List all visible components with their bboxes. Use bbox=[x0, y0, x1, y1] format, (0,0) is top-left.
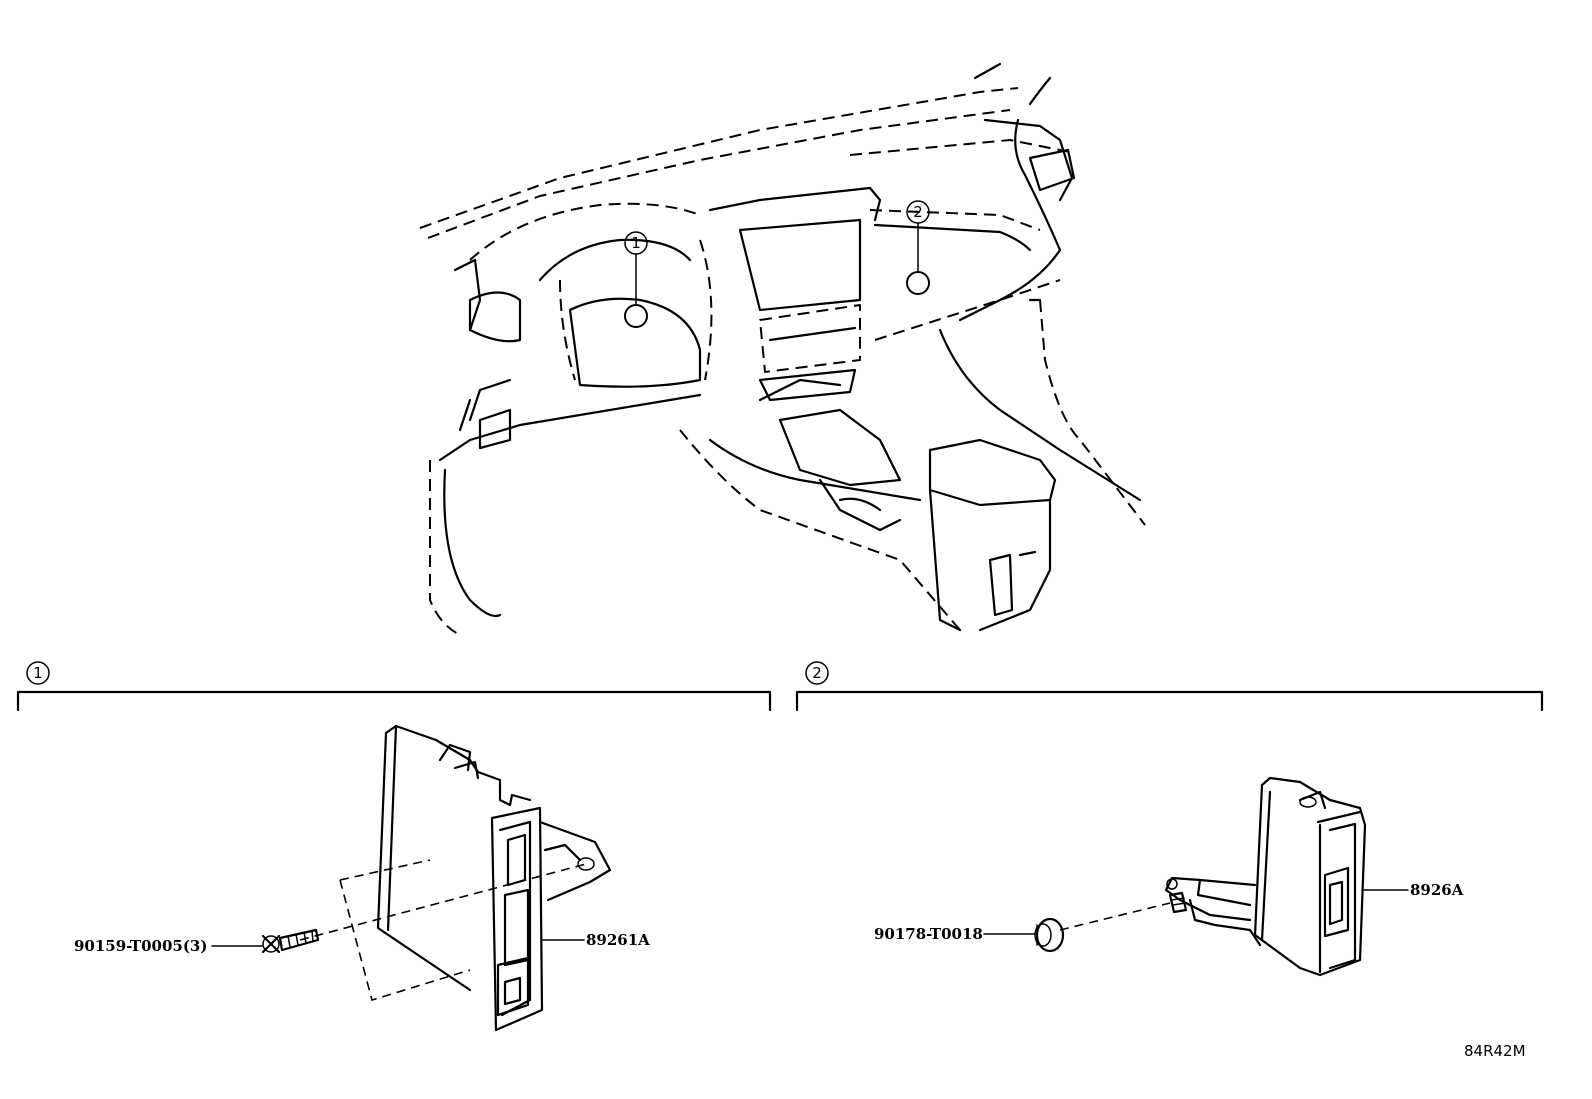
label-clip-90178: 90178-T0018 bbox=[874, 925, 1036, 943]
section-2-label: 2 bbox=[812, 664, 822, 682]
clip-part-number: 90178-T0018 bbox=[874, 925, 983, 943]
module-part-number-1: 89261A bbox=[586, 931, 650, 949]
callout-2-label: 2 bbox=[913, 203, 923, 221]
clip-90178-illustration bbox=[1034, 917, 1065, 953]
dashboard-illustration bbox=[419, 62, 1146, 636]
callout-1-label: 1 bbox=[631, 234, 641, 252]
callout-2: 2 bbox=[906, 200, 930, 224]
section-2-header: 2 bbox=[795, 661, 1544, 712]
module-8926a-illustration bbox=[1059, 776, 1367, 977]
label-module-8926a: 8926A bbox=[1361, 881, 1464, 899]
bolt-part-number: 90159-T0005(3) bbox=[74, 937, 207, 955]
module-89261a-illustration bbox=[299, 724, 612, 1032]
label-bolt-90159: 90159-T0005(3) bbox=[74, 937, 263, 955]
module-part-number-2: 8926A bbox=[1410, 881, 1464, 899]
diagram-code: 84R42M bbox=[1464, 1042, 1526, 1060]
callout-1: 1 bbox=[624, 231, 648, 255]
section-1-header: 1 bbox=[16, 661, 772, 712]
bolt-90159-illustration bbox=[261, 928, 320, 954]
section-1-label: 1 bbox=[33, 664, 43, 682]
label-module-89261a: 89261A bbox=[541, 931, 650, 949]
